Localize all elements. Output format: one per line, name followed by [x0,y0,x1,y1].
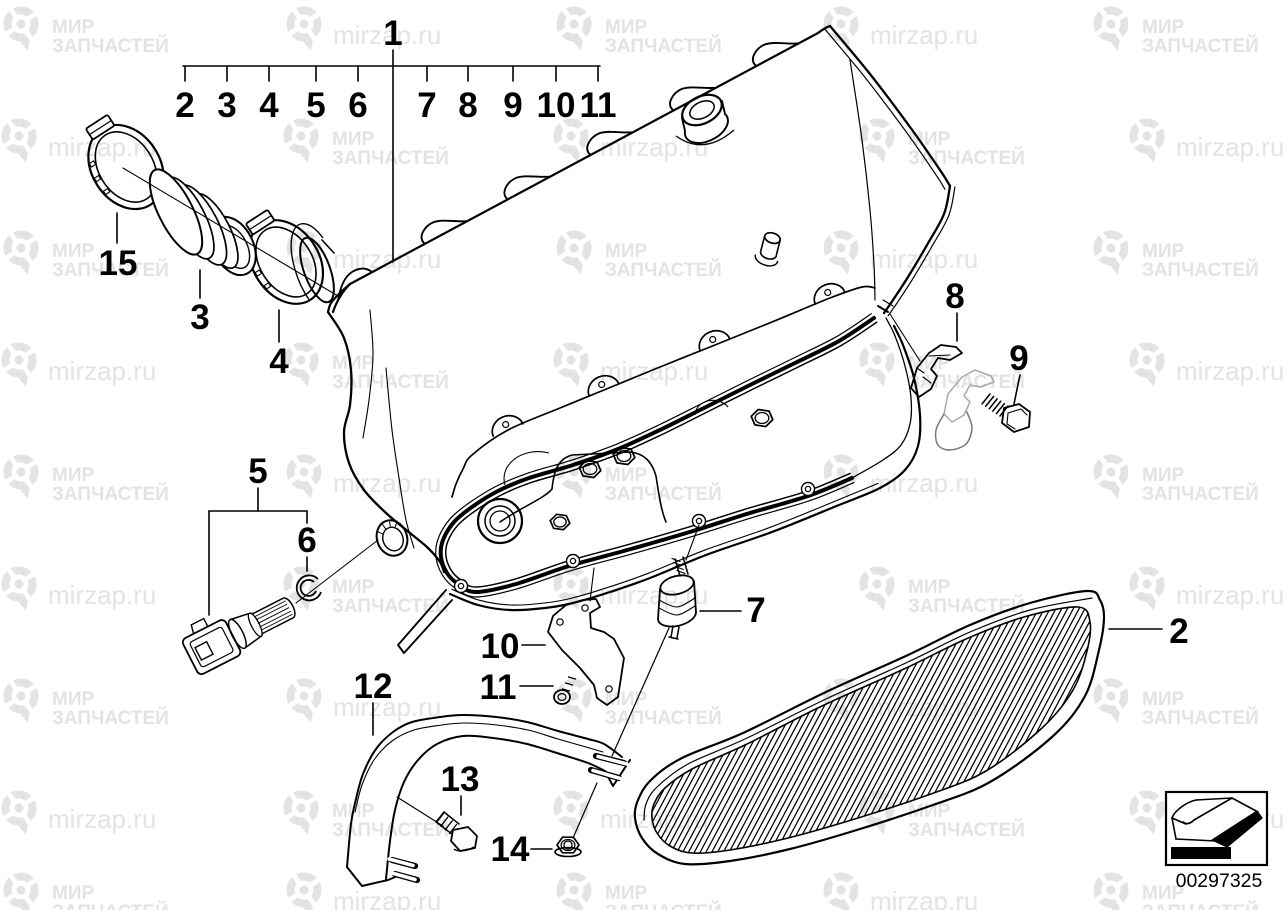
svg-text:8: 8 [458,86,477,125]
svg-text:2: 2 [1169,612,1188,651]
svg-text:ЗАПЧАСТЕЙ: ЗАПЧАСТЕЙ [1142,483,1259,505]
svg-text:ЗАПЧАСТЕЙ: ЗАПЧАСТЕЙ [52,483,169,505]
svg-text:МИР: МИР [908,577,950,598]
svg-text:mirzap.ru: mirzap.ru [333,20,441,50]
svg-text:ЗАПЧАСТЕЙ: ЗАПЧАСТЕЙ [332,371,449,393]
svg-text:ЗАПЧАСТЕЙ: ЗАПЧАСТЕЙ [1142,35,1259,57]
svg-text:3: 3 [190,298,209,337]
svg-text:МИР: МИР [52,689,94,710]
svg-text:ЗАПЧАСТЕЙ: ЗАПЧАСТЕЙ [1142,707,1259,729]
svg-text:ЗАПЧАСТЕЙ: ЗАПЧАСТЕЙ [332,819,449,841]
svg-text:8: 8 [945,277,964,316]
svg-text:mirzap.ru: mirzap.ru [48,356,156,386]
svg-text:ЗАПЧАСТЕЙ: ЗАПЧАСТЕЙ [52,259,169,281]
svg-text:МИР: МИР [332,353,374,374]
svg-text:ЗАПЧАСТЕЙ: ЗАПЧАСТЕЙ [605,259,722,281]
svg-text:00297325: 00297325 [1176,870,1263,892]
svg-text:2: 2 [175,86,194,125]
svg-text:ЗАПЧАСТЕЙ: ЗАПЧАСТЕЙ [605,707,722,729]
svg-text:13: 13 [441,760,480,799]
svg-text:15: 15 [99,244,138,283]
svg-text:11: 11 [580,86,617,125]
svg-text:4: 4 [269,342,289,381]
svg-text:ЗАПЧАСТЕЙ: ЗАПЧАСТЕЙ [605,483,722,505]
svg-text:10: 10 [481,627,520,666]
svg-text:mirzap.ru: mirzap.ru [333,244,441,274]
svg-text:4: 4 [259,86,279,125]
svg-text:МИР: МИР [908,801,950,822]
svg-text:МИР: МИР [52,241,94,262]
svg-text:7: 7 [417,86,436,125]
svg-text:mirzap.ru: mirzap.ru [870,20,978,50]
svg-text:6: 6 [348,86,367,125]
svg-text:5: 5 [306,86,325,125]
svg-text:mirzap.ru: mirzap.ru [600,580,708,610]
svg-text:7: 7 [746,591,765,630]
svg-text:МИР: МИР [52,17,94,38]
svg-text:ЗАПЧАСТЕЙ: ЗАПЧАСТЕЙ [605,901,722,910]
svg-text:МИР: МИР [1142,465,1184,486]
svg-text:МИР: МИР [605,883,647,904]
svg-text:МИР: МИР [52,465,94,486]
svg-text:ЗАПЧАСТЕЙ: ЗАПЧАСТЕЙ [52,35,169,57]
svg-text:МИР: МИР [605,17,647,38]
svg-text:МИР: МИР [605,689,647,710]
svg-text:ЗАПЧАСТЕЙ: ЗАПЧАСТЕЙ [908,147,1025,169]
svg-text:МИР: МИР [605,465,647,486]
svg-text:МИР: МИР [1142,17,1184,38]
svg-text:mirzap.ru: mirzap.ru [600,356,708,386]
svg-text:mirzap.ru: mirzap.ru [1176,132,1284,162]
svg-text:mirzap.ru: mirzap.ru [870,886,978,910]
svg-text:ЗАПЧАСТЕЙ: ЗАПЧАСТЕЙ [1142,259,1259,281]
svg-text:mirzap.ru: mirzap.ru [870,468,978,498]
svg-text:1: 1 [383,14,402,53]
svg-text:ЗАПЧАСТЕЙ: ЗАПЧАСТЕЙ [605,35,722,57]
svg-text:ЗАПЧАСТЕЙ: ЗАПЧАСТЕЙ [1142,901,1259,910]
svg-text:МИР: МИР [52,883,94,904]
svg-text:МИР: МИР [332,577,374,598]
svg-text:МИР: МИР [1142,241,1184,262]
svg-text:ЗАПЧАСТЕЙ: ЗАПЧАСТЕЙ [332,147,449,169]
svg-text:МИР: МИР [908,129,950,150]
svg-text:3: 3 [217,86,236,125]
svg-text:МИР: МИР [332,129,374,150]
svg-text:ЗАПЧАСТЕЙ: ЗАПЧАСТЕЙ [52,707,169,729]
svg-text:mirzap.ru: mirzap.ru [48,132,156,162]
svg-text:mirzap.ru: mirzap.ru [600,132,708,162]
svg-text:mirzap.ru: mirzap.ru [1176,580,1284,610]
svg-text:ЗАПЧАСТЕЙ: ЗАПЧАСТЕЙ [52,901,169,910]
svg-text:ЗАПЧАСТЕЙ: ЗАПЧАСТЕЙ [908,595,1025,617]
svg-text:mirzap.ru: mirzap.ru [1176,356,1284,386]
svg-text:5: 5 [248,452,267,491]
svg-text:МИР: МИР [605,241,647,262]
svg-text:9: 9 [1009,339,1028,378]
svg-text:11: 11 [480,668,517,707]
svg-text:ЗАПЧАСТЕЙ: ЗАПЧАСТЕЙ [332,595,449,617]
svg-text:14: 14 [491,830,530,869]
svg-text:МИР: МИР [1142,883,1184,904]
svg-text:ЗАПЧАСТЕЙ: ЗАПЧАСТЕЙ [908,819,1025,841]
svg-text:mirzap.ru: mirzap.ru [333,886,441,910]
svg-text:mirzap.ru: mirzap.ru [333,468,441,498]
svg-text:mirzap.ru: mirzap.ru [48,580,156,610]
svg-text:6: 6 [297,521,316,560]
svg-text:mirzap.ru: mirzap.ru [48,804,156,834]
svg-text:12: 12 [354,667,393,706]
svg-text:МИР: МИР [1142,689,1184,710]
svg-text:9: 9 [503,86,522,125]
svg-text:10: 10 [537,86,576,125]
svg-text:mirzap.ru: mirzap.ru [333,692,441,722]
